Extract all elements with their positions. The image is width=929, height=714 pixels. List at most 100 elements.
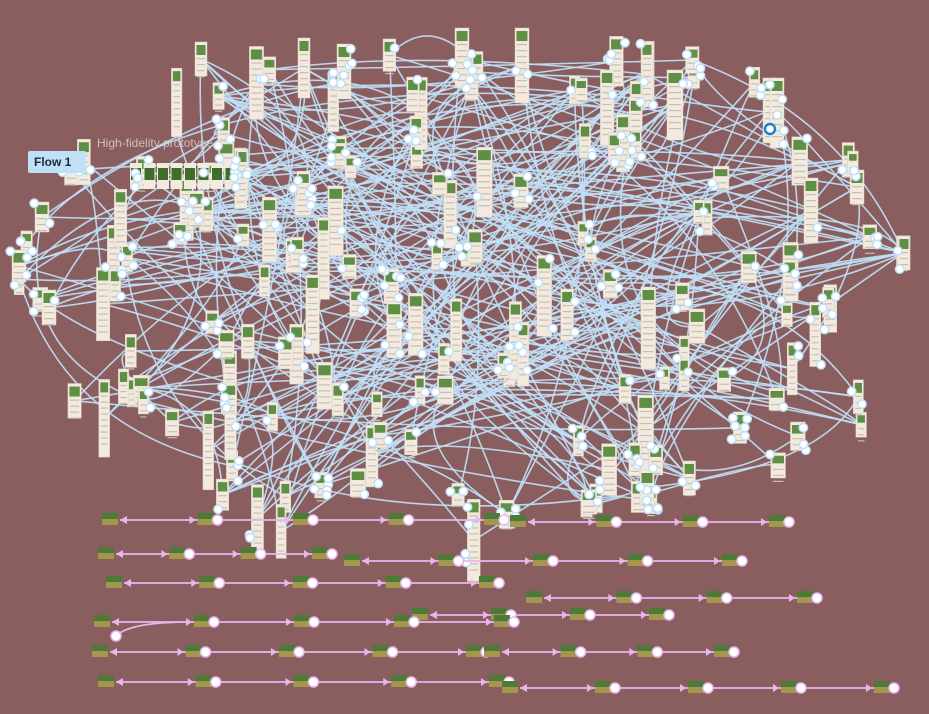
screen-frame[interactable] — [305, 274, 320, 354]
screen-thumbnail[interactable] — [385, 576, 402, 588]
screen-frame[interactable] — [437, 343, 450, 375]
screen-frame[interactable] — [124, 334, 137, 370]
screen-thumbnail[interactable] — [627, 554, 644, 566]
screen-thumbnail[interactable] — [637, 645, 654, 657]
screen-frame[interactable] — [41, 289, 57, 326]
screen-thumbnail[interactable] — [649, 608, 665, 620]
screen-thumbnail[interactable] — [102, 513, 118, 525]
screen-frame[interactable] — [218, 329, 235, 360]
screen-frame[interactable] — [216, 478, 230, 511]
screen-frame[interactable] — [450, 298, 463, 362]
screen-frame[interactable] — [408, 293, 424, 356]
screen-frame[interactable] — [740, 250, 757, 283]
screen-thumbnail[interactable] — [560, 645, 577, 657]
screen-thumbnail[interactable] — [294, 615, 310, 627]
screen-thumbnail[interactable] — [722, 554, 738, 566]
screen-thumbnail[interactable] — [484, 645, 500, 657]
screen-frame[interactable] — [202, 410, 214, 491]
screen-thumbnail[interactable] — [688, 681, 704, 693]
screen-frame[interactable] — [577, 221, 589, 246]
screen-frame[interactable] — [600, 69, 615, 147]
screen-thumbnail[interactable] — [344, 554, 360, 566]
screen-frame[interactable] — [171, 67, 183, 137]
screen-frame[interactable] — [372, 421, 388, 452]
screen-thumbnail[interactable] — [489, 675, 505, 687]
screen-frame[interactable] — [170, 163, 183, 189]
screen-thumbnail[interactable] — [682, 515, 699, 527]
screen-frame[interactable] — [251, 484, 264, 554]
screen-thumbnail[interactable] — [874, 681, 890, 693]
screen-frame[interactable] — [791, 136, 808, 186]
screen-thumbnail[interactable] — [706, 591, 723, 603]
screen-frame[interactable] — [211, 163, 223, 189]
screen-thumbnail[interactable] — [438, 554, 455, 566]
screen-thumbnail[interactable] — [781, 681, 797, 693]
screen-frame[interactable] — [327, 185, 344, 256]
screen-thumbnail[interactable] — [394, 615, 410, 627]
screen-frame[interactable] — [349, 468, 367, 498]
screen-thumbnail[interactable] — [484, 513, 500, 525]
screen-thumbnail[interactable] — [595, 681, 611, 693]
screen-thumbnail[interactable] — [391, 675, 408, 687]
screen-thumbnail[interactable] — [195, 675, 212, 687]
screen-frame[interactable] — [96, 267, 111, 342]
screen-frame[interactable] — [601, 443, 617, 496]
screen-frame[interactable] — [386, 301, 402, 359]
screen-frame[interactable] — [855, 411, 867, 442]
screen-thumbnail[interactable] — [293, 513, 309, 525]
screen-frame[interactable] — [118, 368, 129, 405]
screen-frame[interactable] — [297, 37, 311, 99]
screen-thumbnail[interactable] — [570, 608, 586, 620]
screen-thumbnail[interactable] — [279, 645, 295, 657]
screen-frame[interactable] — [143, 163, 156, 189]
screen-frame[interactable] — [467, 229, 483, 265]
screen-frame[interactable] — [852, 379, 864, 416]
screen-frame[interactable] — [241, 323, 255, 360]
screen-thumbnail[interactable] — [510, 515, 526, 527]
screen-frame[interactable] — [98, 379, 110, 458]
screen-thumbnail[interactable] — [494, 615, 510, 627]
screen-thumbnail[interactable] — [292, 576, 309, 588]
screen-frame[interactable] — [184, 163, 196, 189]
screen-thumbnail[interactable] — [98, 547, 114, 559]
screen-frame[interactable] — [809, 301, 822, 367]
flow-start-label[interactable]: Flow 1 — [28, 151, 86, 173]
screen-frame[interactable] — [194, 41, 208, 78]
screen-thumbnail[interactable] — [312, 547, 328, 559]
screen-thumbnail[interactable] — [596, 515, 613, 527]
screen-thumbnail[interactable] — [194, 615, 210, 627]
screen-frame[interactable] — [275, 504, 287, 559]
screen-thumbnail[interactable] — [388, 513, 405, 525]
screen-thumbnail[interactable] — [526, 591, 542, 603]
screen-frame[interactable] — [157, 163, 169, 189]
screen-frame[interactable] — [717, 367, 732, 392]
screen-frame[interactable] — [317, 217, 330, 300]
screen-frame[interactable] — [803, 177, 819, 244]
flow-start-icon[interactable] — [763, 122, 777, 136]
screen-frame[interactable] — [688, 308, 706, 345]
screen-frame[interactable] — [249, 46, 264, 120]
screen-thumbnail[interactable] — [185, 645, 202, 657]
screen-frame[interactable] — [579, 123, 591, 159]
screen-frame[interactable] — [770, 452, 786, 482]
screen-frame[interactable] — [259, 264, 271, 297]
screen-frame[interactable] — [701, 200, 713, 236]
screen-thumbnail[interactable] — [293, 675, 310, 687]
screen-frame[interactable] — [316, 362, 333, 410]
screen-thumbnail[interactable] — [466, 645, 482, 657]
screen-frame[interactable] — [114, 188, 128, 247]
screen-thumbnail[interactable] — [199, 576, 216, 588]
screen-thumbnail[interactable] — [94, 615, 110, 627]
screen-thumbnail[interactable] — [106, 576, 122, 588]
screen-thumbnail[interactable] — [714, 645, 730, 657]
screen-frame[interactable] — [748, 67, 761, 98]
screen-frame[interactable] — [574, 77, 588, 102]
screen-thumbnail[interactable] — [797, 591, 813, 603]
screen-thumbnail[interactable] — [372, 645, 389, 657]
screen-frame[interactable] — [165, 408, 180, 439]
screen-frame[interactable] — [786, 342, 798, 396]
screen-thumbnail[interactable] — [769, 515, 785, 527]
screen-thumbnail[interactable] — [197, 513, 214, 525]
screen-thumbnail[interactable] — [169, 547, 186, 559]
